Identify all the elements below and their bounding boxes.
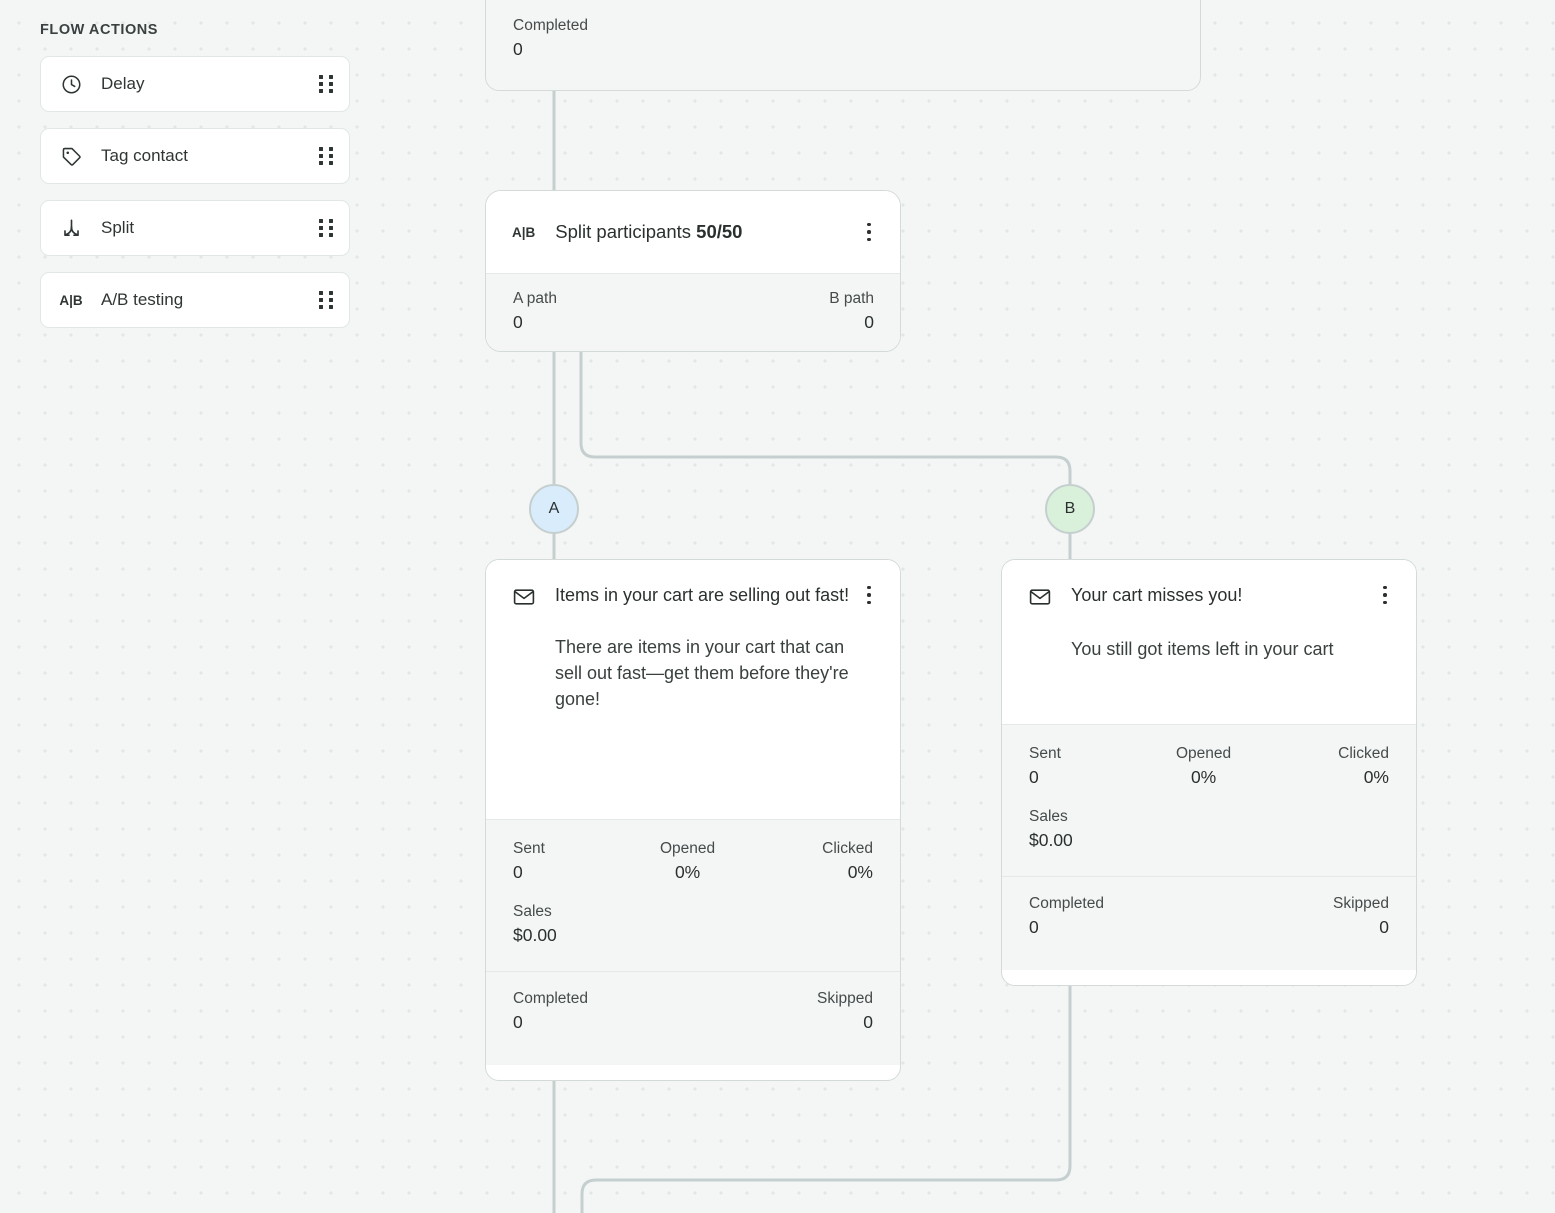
action-label-tag-contact: Tag contact — [101, 146, 188, 165]
split-node-paths: A path 0 B path 0 — [486, 273, 900, 351]
node-email-a[interactable]: Items in your cart are selling out fast!… — [485, 559, 901, 1081]
email-b-text: Your cart misses you! You still got item… — [1071, 582, 1368, 702]
stat-clicked: Clicked 0% — [1338, 743, 1389, 791]
path-badge-b-label: B — [1064, 500, 1076, 517]
stat-sent: Sent 0 — [513, 838, 553, 886]
split-node-title: Split participants 50/50 — [555, 221, 858, 243]
node-split-participants[interactable]: A|B Split participants 50/50 A path 0 B … — [485, 190, 901, 352]
stat-sent: Sent 0 — [1029, 743, 1069, 791]
panel-title: FLOW ACTIONS — [40, 22, 159, 38]
action-label-split: Split — [101, 218, 135, 237]
node-previous-step[interactable]: Completed 0 — [485, 0, 1201, 91]
ab-test-icon: A|B — [512, 224, 536, 240]
stat-skipped: Skipped 0 — [1333, 893, 1389, 941]
stat-label: Completed — [513, 17, 588, 34]
stat-clicked: Clicked 0% — [822, 838, 873, 886]
clock-icon — [59, 72, 83, 96]
stat-value: 0 — [513, 312, 523, 333]
path-badge-a[interactable]: A — [529, 484, 579, 534]
action-label-ab-testing: A/B testing — [101, 290, 184, 309]
stat-completed: Completed 0 — [513, 15, 588, 63]
stat-skipped: Skipped 0 — [817, 988, 873, 1036]
email-b-header: Your cart misses you! You still got item… — [1002, 560, 1416, 724]
action-card-delay[interactable]: Delay — [40, 56, 350, 112]
drag-handle-icon[interactable] — [319, 291, 333, 309]
drag-handle-icon[interactable] — [319, 75, 333, 93]
stat-value: 0% — [1190, 767, 1217, 788]
stat-value: 0% — [847, 862, 873, 883]
mail-icon — [1028, 585, 1052, 609]
email-a-header: Items in your cart are selling out fast!… — [486, 560, 900, 819]
stat-label: Sent — [513, 840, 545, 857]
stat-value: 0 — [1379, 917, 1389, 938]
path-badge-a-label: A — [548, 500, 560, 517]
stat-a-path: A path 0 — [513, 288, 557, 336]
flow-actions-panel: FLOW ACTIONS Delay Tag contact — [0, 0, 390, 364]
ab-glyph-label: A|B — [59, 292, 83, 308]
email-b-subject: Your cart misses you! — [1071, 585, 1243, 605]
email-a-text: Items in your cart are selling out fast!… — [555, 582, 852, 797]
stat-label: A path — [513, 290, 557, 307]
stat-label: Completed — [513, 989, 588, 1007]
split-icon — [59, 216, 83, 240]
email-b-footer: Completed 0 Skipped 0 — [1002, 875, 1416, 970]
stat-label: Sales — [513, 902, 552, 920]
stat-b-path: B path 0 — [829, 288, 874, 336]
stat-value: 0 — [1029, 917, 1039, 938]
stat-label: Skipped — [1332, 894, 1389, 912]
stat-sales: Sales $0.00 — [513, 901, 557, 949]
kebab-menu-icon[interactable] — [1374, 582, 1396, 608]
split-title-value: 50/50 — [696, 221, 743, 242]
stat-label: Sales — [1029, 807, 1068, 825]
kebab-menu-icon[interactable] — [858, 219, 880, 245]
email-a-subject: Items in your cart are selling out fast! — [555, 585, 850, 605]
stat-label: Sent — [1029, 745, 1061, 762]
email-b-stats: Sent 0 Opened 0% Clicked 0% Sales $0.00 — [1002, 724, 1416, 876]
stat-value: 0 — [864, 312, 874, 333]
tag-icon — [59, 144, 83, 168]
stat-value: 0% — [1363, 767, 1389, 788]
stat-label: Skipped — [816, 989, 873, 1007]
stat-value: 0 — [513, 39, 523, 60]
split-title-prefix: Split participants — [555, 221, 692, 242]
stat-value: 0 — [513, 862, 523, 883]
action-label-delay: Delay — [101, 74, 145, 93]
drag-handle-icon[interactable] — [319, 219, 333, 237]
stat-label: Clicked — [1338, 745, 1389, 762]
email-a-preview: There are items in your cart that can se… — [555, 637, 849, 710]
stat-opened: Opened 0% — [1176, 743, 1231, 791]
stat-value: 0 — [1029, 767, 1039, 788]
stat-label: Clicked — [822, 840, 873, 857]
stat-sales: Sales $0.00 — [1029, 806, 1073, 854]
email-a-stats: Sent 0 Opened 0% Clicked 0% Sales $0.00 — [486, 819, 900, 971]
stat-label: Opened — [1176, 745, 1232, 762]
stat-value: 0% — [674, 862, 701, 883]
action-card-tag-contact[interactable]: Tag contact — [40, 128, 350, 184]
stat-value: 0 — [863, 1012, 873, 1033]
kebab-menu-icon[interactable] — [858, 582, 880, 608]
stat-label: Opened — [660, 840, 716, 857]
stat-value: $0.00 — [1029, 830, 1073, 851]
stat-opened: Opened 0% — [660, 838, 715, 886]
action-card-split[interactable]: Split — [40, 200, 350, 256]
mail-icon — [512, 585, 536, 609]
stat-value: $0.00 — [513, 925, 557, 946]
stat-completed: Completed 0 — [1029, 893, 1104, 941]
stat-label: Completed — [1029, 894, 1104, 912]
drag-handle-icon[interactable] — [319, 147, 333, 165]
path-badge-b[interactable]: B — [1045, 484, 1095, 534]
stat-value: 0 — [513, 1012, 523, 1033]
ab-test-icon: A|B — [59, 288, 83, 312]
node-previous-step-stats: Completed 0 — [486, 0, 1200, 90]
stat-completed: Completed 0 — [513, 988, 588, 1036]
email-b-preview: You still got items left in your cart — [1071, 639, 1334, 660]
split-node-header: A|B Split participants 50/50 — [486, 191, 900, 273]
stat-label: B path — [829, 290, 874, 307]
email-a-footer: Completed 0 Skipped 0 — [486, 970, 900, 1065]
action-card-ab-testing[interactable]: A|B A/B testing — [40, 272, 350, 328]
node-email-b[interactable]: Your cart misses you! You still got item… — [1001, 559, 1417, 986]
